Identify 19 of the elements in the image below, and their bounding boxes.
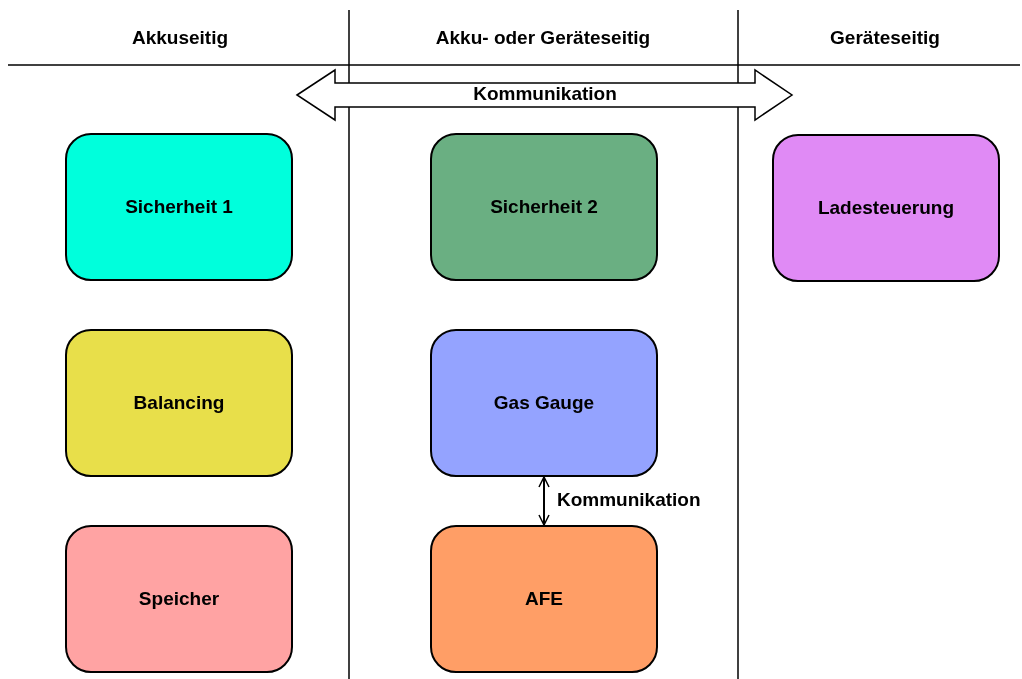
box-label: Speicher — [138, 588, 220, 610]
box-label: Sicherheit 2 — [490, 196, 598, 218]
rounded-box — [430, 329, 658, 477]
column-header: Akku- oder Geräteseitig — [435, 27, 651, 49]
rounded-box — [65, 525, 293, 673]
rounded-box — [65, 329, 293, 477]
box-label: Balancing — [133, 392, 225, 414]
box-label: AFE — [525, 588, 563, 610]
box-label: Ladesteuerung — [817, 197, 955, 219]
rounded-box — [430, 133, 658, 281]
box-label: Sicherheit 1 — [125, 196, 233, 218]
double-arrow — [538, 476, 550, 526]
rounded-box — [772, 134, 1000, 282]
rounded-box — [430, 525, 658, 673]
box-label: Gas Gauge — [493, 392, 595, 414]
arrow-label: Kommunikation — [473, 83, 617, 105]
column-header: Akkuseitig — [131, 27, 229, 49]
rounded-box — [65, 133, 293, 281]
column-header: Geräteseitig — [830, 27, 940, 49]
